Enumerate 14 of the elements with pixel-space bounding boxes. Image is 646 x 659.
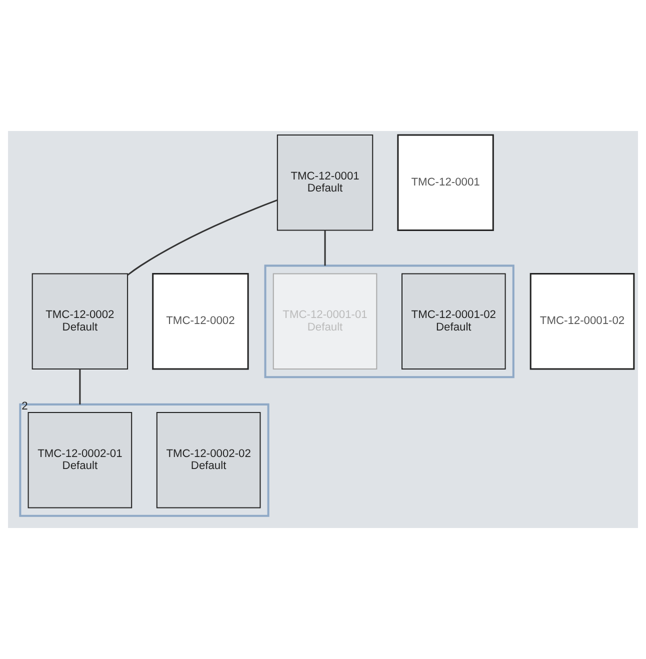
node-box: TMC-12-0002 Default (32, 273, 128, 370)
node-box: TMC-12-0002 (152, 273, 249, 370)
node-box: TMC-12-0001-02 (530, 273, 635, 370)
node-box: TMC-12-0001 (397, 134, 494, 231)
connector (127, 200, 278, 276)
node-label: 2 (22, 400, 28, 412)
connector (79, 369, 81, 404)
node-box: TMC-12-0001-02 Default (401, 273, 506, 370)
node-box: TMC-12-0001 Default (276, 134, 374, 231)
node-box: TMC-12-0002-01 Default (28, 412, 132, 508)
connector (324, 230, 326, 266)
cluster (264, 264, 514, 378)
cluster (19, 403, 270, 517)
node-box: TMC-12-0002-02 Default (156, 412, 261, 508)
